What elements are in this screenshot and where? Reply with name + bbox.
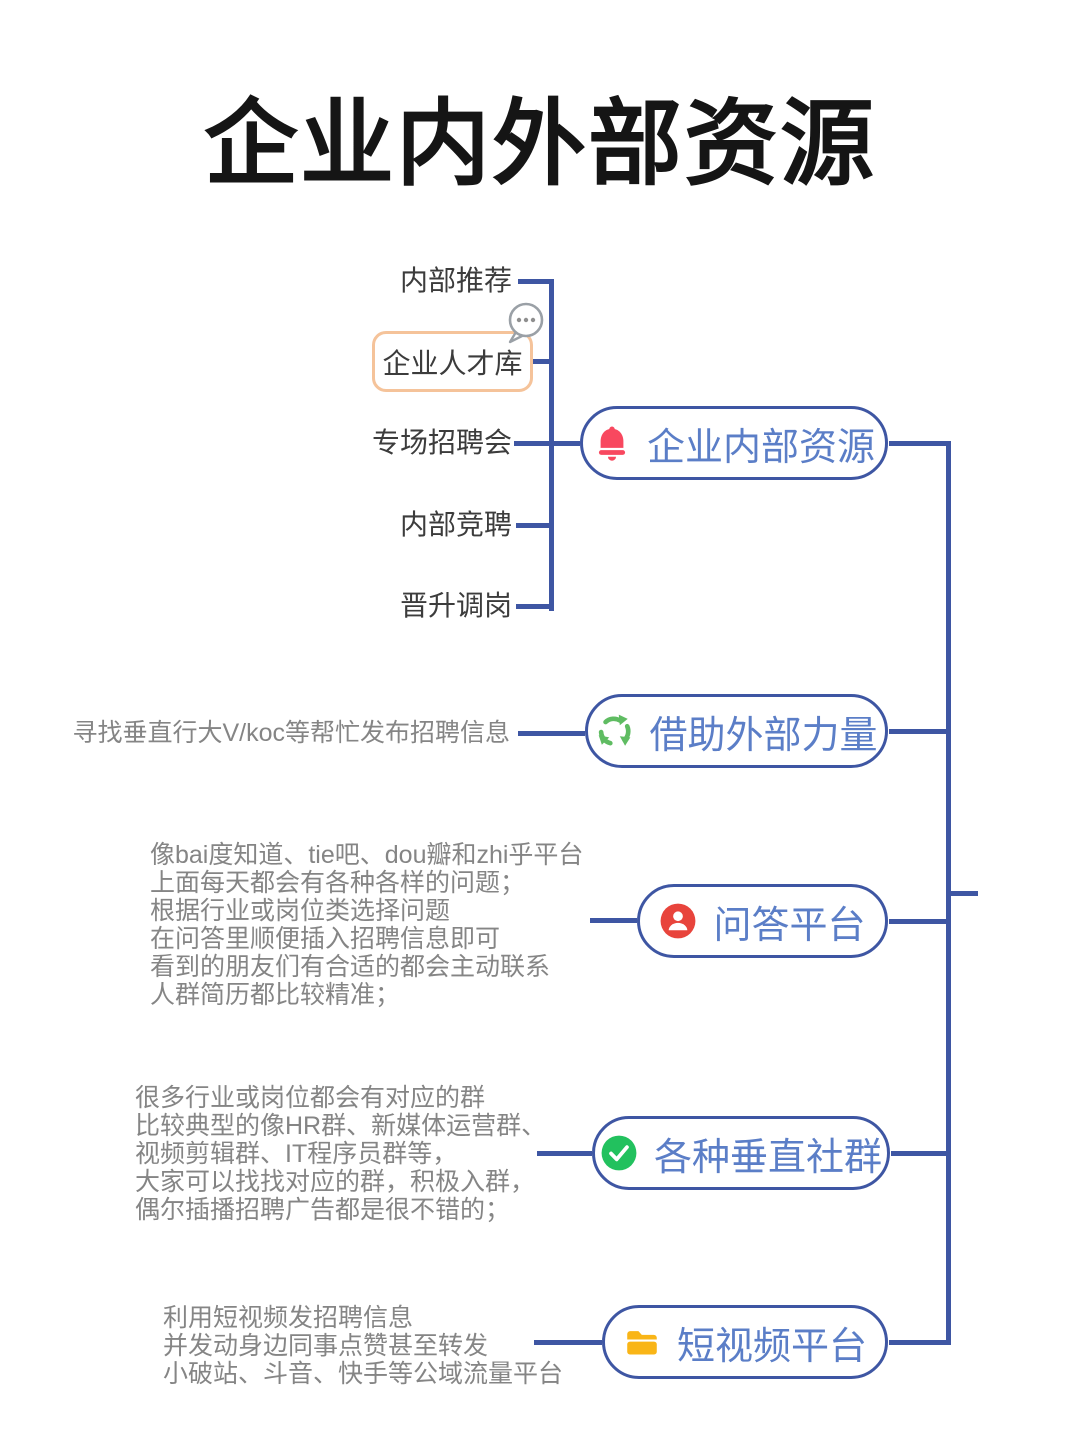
connector-line	[537, 1151, 592, 1156]
connector-line	[514, 441, 580, 446]
note-vertical-communities[interactable]: 很多行业或岗位都会有对应的群 比较典型的像HR群、新媒体运营群、 视频剪辑群、I…	[135, 1084, 547, 1224]
note-short-video[interactable]: 利用短视频发招聘信息 并发动身边同事点赞甚至转发 小破站、斗音、快手等公域流量平…	[163, 1304, 564, 1388]
main-node-qa-platform[interactable]: 问答平台	[637, 884, 888, 958]
connector-line	[889, 441, 946, 446]
page-title: 企业内外部资源	[203, 91, 876, 196]
main-node-external-power[interactable]: 借助外部力量	[585, 694, 888, 768]
child-topic-internal-competition[interactable]: 内部竞聘	[399, 509, 512, 540]
child-topic-internal-referral[interactable]: 内部推荐	[399, 265, 512, 296]
connector-line	[889, 729, 946, 734]
child-topic-talent-pool[interactable]: 企业人才库	[372, 331, 533, 392]
connector-line	[889, 1340, 946, 1345]
note-qa-platform[interactable]: 像bai度知道、tie吧、dou瓣和zhi乎平台 上面每天都会有各种各样的问题；…	[150, 841, 584, 1009]
connector-line	[590, 918, 637, 923]
person-icon	[661, 903, 696, 939]
connector-line	[516, 604, 549, 609]
child-topic-promotion-transfer[interactable]: 晋升调岗	[399, 590, 512, 621]
main-node-label: 企业内部资源	[646, 426, 875, 469]
check-icon	[601, 1135, 637, 1171]
main-node-label: 问答平台	[713, 904, 866, 947]
main-spine	[946, 441, 951, 1345]
main-node-label: 各种垂直社群	[653, 1136, 882, 1179]
connector-line	[516, 523, 549, 528]
main-node-vertical-communities[interactable]: 各种垂直社群	[592, 1116, 890, 1190]
main-node-label: 短视频平台	[676, 1325, 867, 1368]
ellipsis-bubble-icon[interactable]	[503, 299, 549, 345]
main-node-internal-resources[interactable]: 企业内部资源	[580, 406, 888, 480]
connector-line	[533, 359, 549, 364]
main-node-short-video[interactable]: 短视频平台	[602, 1305, 888, 1379]
connector-line	[891, 1151, 946, 1156]
root-stub-line	[951, 891, 978, 896]
folder-icon	[627, 1331, 657, 1355]
connector-line	[889, 919, 946, 924]
bell-icon	[598, 426, 626, 461]
child-topic-job-fair[interactable]: 专场招聘会	[371, 427, 512, 458]
connector-line	[518, 731, 585, 736]
note-external-help[interactable]: 寻找垂直行大V/koc等帮忙发布招聘信息	[72, 719, 510, 747]
recycle-icon	[599, 714, 632, 746]
connector-line	[534, 1340, 602, 1345]
main-node-label: 借助外部力量	[649, 714, 878, 757]
connector-line	[518, 279, 549, 284]
